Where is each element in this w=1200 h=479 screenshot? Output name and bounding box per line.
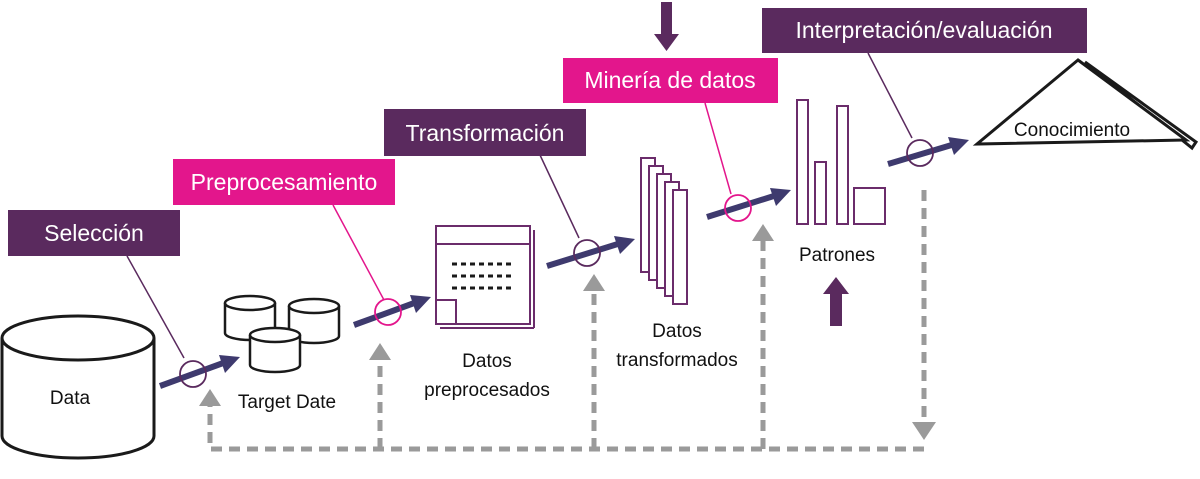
- selection-label: Selección: [44, 220, 144, 246]
- stage-label-preprocessing: Preprocesamiento: [173, 159, 395, 205]
- bottom-up-arrow-icon: [823, 277, 849, 326]
- feedback-loop: [207, 190, 927, 452]
- target-data-cylinders-icon: [223, 294, 341, 374]
- feedback-up-arrowhead-3: [583, 274, 605, 291]
- feedback-down-arrowhead: [912, 422, 936, 440]
- selection-circle: [179, 360, 207, 388]
- preprocessed-document-icon: [435, 225, 535, 329]
- preprocessing-circle: [374, 298, 402, 326]
- data-cylinder-icon: [0, 314, 156, 460]
- stage-leader-lines: [126, 52, 913, 359]
- knowledge-pyramid-icon: [972, 58, 1199, 151]
- transformation-circle: [573, 239, 601, 267]
- stage-label-data-mining: Minería de datos: [563, 58, 778, 103]
- feedback-up-arrowhead-4: [752, 224, 774, 241]
- interpretation-label: Interpretación/evaluación: [796, 17, 1053, 43]
- feedback-up-arrowhead-1: [199, 389, 221, 406]
- document-row-dashes: [452, 262, 514, 290]
- patterns-bars-icon: [796, 99, 886, 225]
- data-mining-label: Minería de datos: [584, 67, 755, 93]
- patterns-label: Patrones: [799, 245, 875, 266]
- data-mining-circle: [724, 194, 752, 222]
- interpretation-circle: [906, 139, 934, 167]
- top-down-arrow-icon: [654, 2, 679, 51]
- stage-label-interpretation: Interpretación/evaluación: [762, 8, 1087, 53]
- knowledge-label: Conocimiento: [1014, 120, 1130, 141]
- stage-circles: [179, 139, 934, 388]
- target-data-label: Target Date: [238, 392, 336, 413]
- transformed-data-sheets-icon: [640, 157, 688, 305]
- transformed-label-line2: transformados: [616, 350, 737, 371]
- stage-label-selection: Selección: [8, 210, 180, 256]
- transformation-label: Transformación: [406, 120, 565, 146]
- transformed-label-line1: Datos: [652, 321, 702, 342]
- data-label: Data: [50, 388, 91, 409]
- preprocessing-label: Preprocesamiento: [191, 169, 378, 195]
- preprocessed-label-line1: Datos: [462, 351, 512, 372]
- process-arrows: [158, 137, 969, 389]
- feedback-up-arrowhead-2: [369, 343, 391, 360]
- stage-label-transformation: Transformación: [384, 109, 586, 156]
- preprocessed-label-line2: preprocesados: [424, 380, 550, 401]
- feedback-arrowheads: [199, 224, 936, 440]
